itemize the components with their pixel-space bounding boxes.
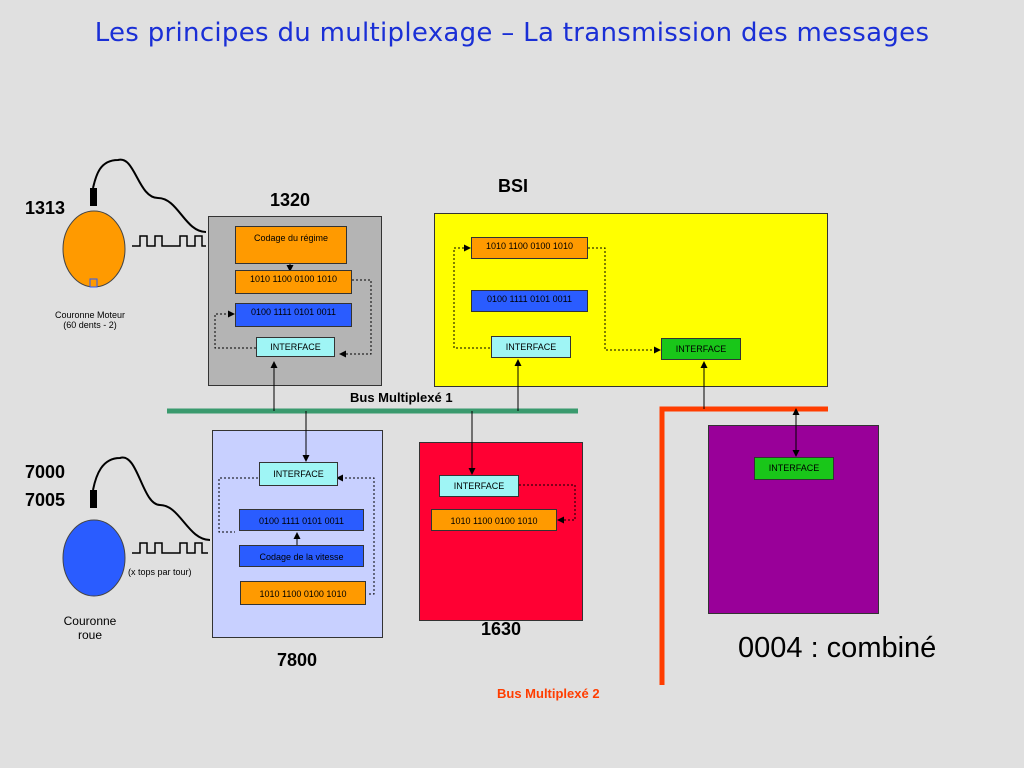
wheel-signal-pulses [132,542,208,554]
sensor-engine-id: 1313 [25,198,66,218]
sensor-engine-caption-line1: Couronne Moteur [54,310,126,320]
engine-sensor-wheel [62,210,126,288]
ecu-7800-interface: INTERFACE [259,462,338,486]
ecu-1320-msg-out: 1010 1100 0100 1010 [235,270,352,294]
ecu-7800-coding: Codage de la vitesse [239,545,364,567]
ecu-7800-msg-in: 0100 1111 0101 0011 [239,509,364,531]
sensor-wheel-id-line1: 7000 [25,462,66,482]
ecu-7800-id: 7800 [277,650,318,670]
sensor-wheel-caption-line1: Couronne [63,614,117,628]
ecu-1630-interface: INTERFACE [439,475,519,497]
sensor-wheel-pulses-label: (x tops par tour) [128,567,192,577]
ecu-0004-interface: INTERFACE [754,457,834,480]
ecu-bsi-msg-b: 0100 1111 0101 0011 [471,290,588,312]
ecu-1320-interface: INTERFACE [256,337,335,357]
ecu-7800-msg-out: 1010 1100 0100 1010 [240,581,366,605]
ecu-0004-id: 0004 : combiné [738,632,937,664]
ecu-1320-msg-in: 0100 1111 0101 0011 [235,303,352,327]
engine-sensor-probe [90,188,97,206]
sensor-engine-caption-line2: (60 dents - 2) [63,320,117,330]
bus-2-line [659,406,828,685]
bus-2-label: Bus Multiplexé 2 [497,686,600,701]
bus-1-label: Bus Multiplexé 1 [350,390,453,405]
wheel-sensor-probe [90,490,97,508]
ecu-1320-coding: Codage du régime [235,226,347,264]
ecu-1630-box [419,442,583,621]
wheel-sensor-wheel [62,519,126,597]
sensor-wheel-caption: Couronne roue [50,614,130,642]
sensor-engine-caption: Couronne Moteur (60 dents - 2) [42,310,138,330]
engine-sensor-cable [92,158,207,233]
sensor-wheel-caption-line2: roue [77,628,103,642]
ecu-1630-id: 1630 [481,619,522,639]
ecu-bsi-id: BSI [498,176,529,196]
sensor-wheel-id-line2: 7005 [25,490,66,510]
page-title: Les principes du multiplexage – La trans… [94,18,930,48]
ecu-1630-msg: 1010 1100 0100 1010 [431,509,557,531]
engine-signal-pulses [132,235,206,247]
wheel-sensor-cable [92,456,211,541]
ecu-bsi-interface-2: INTERFACE [661,338,741,360]
ecu-bsi-msg-a: 1010 1100 0100 1010 [471,237,588,259]
ecu-bsi-interface-1: INTERFACE [491,336,571,358]
ecu-1320-id: 1320 [270,190,311,210]
